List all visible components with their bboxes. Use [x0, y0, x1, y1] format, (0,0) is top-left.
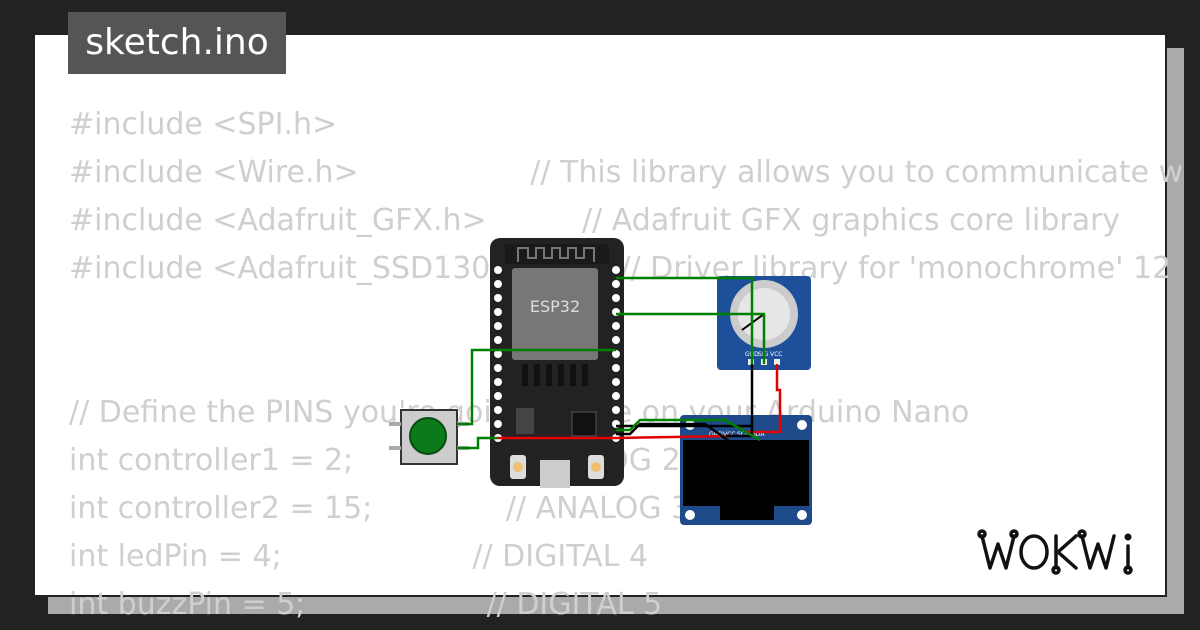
pot-pin-vcc: VCC	[770, 351, 782, 358]
oled-pin-vcc: VCC	[723, 431, 735, 438]
wires	[457, 276, 782, 450]
oled-display[interactable]: GND VCC SCL SDA	[680, 415, 812, 525]
esp32-board[interactable]: ESP32	[490, 238, 624, 488]
oled-pin-sda: SDA	[752, 431, 765, 438]
wokwi-logo	[977, 529, 1133, 575]
circuit-diagram: ESP32	[389, 238, 812, 525]
esp32-label: ESP32	[530, 297, 580, 316]
code-line: int controller2 = 15; // ANALOG 3	[69, 491, 691, 526]
oled-pin-gnd: GND	[709, 431, 723, 438]
oled-pin-scl: SCL	[737, 431, 749, 438]
code-line: #include <Wire.h> // This library allows…	[69, 155, 1184, 190]
code-line: int buzzPin = 5; // DIGITAL 5	[69, 587, 663, 622]
code-line: #include <SPI.h>	[69, 107, 338, 142]
code-line: #include <Adafruit_GFX.h> // Adafruit GF…	[69, 203, 1121, 238]
code-line: int controller1 = 2; // ANALOG 2	[69, 443, 681, 478]
code-editor: #include <SPI.h> #include <Wire.h> // Th…	[69, 105, 1183, 622]
file-name-tab[interactable]: sketch.ino	[68, 12, 286, 74]
code-line: int ledPin = 4; // DIGITAL 4	[69, 539, 649, 574]
push-button[interactable]	[389, 409, 469, 465]
